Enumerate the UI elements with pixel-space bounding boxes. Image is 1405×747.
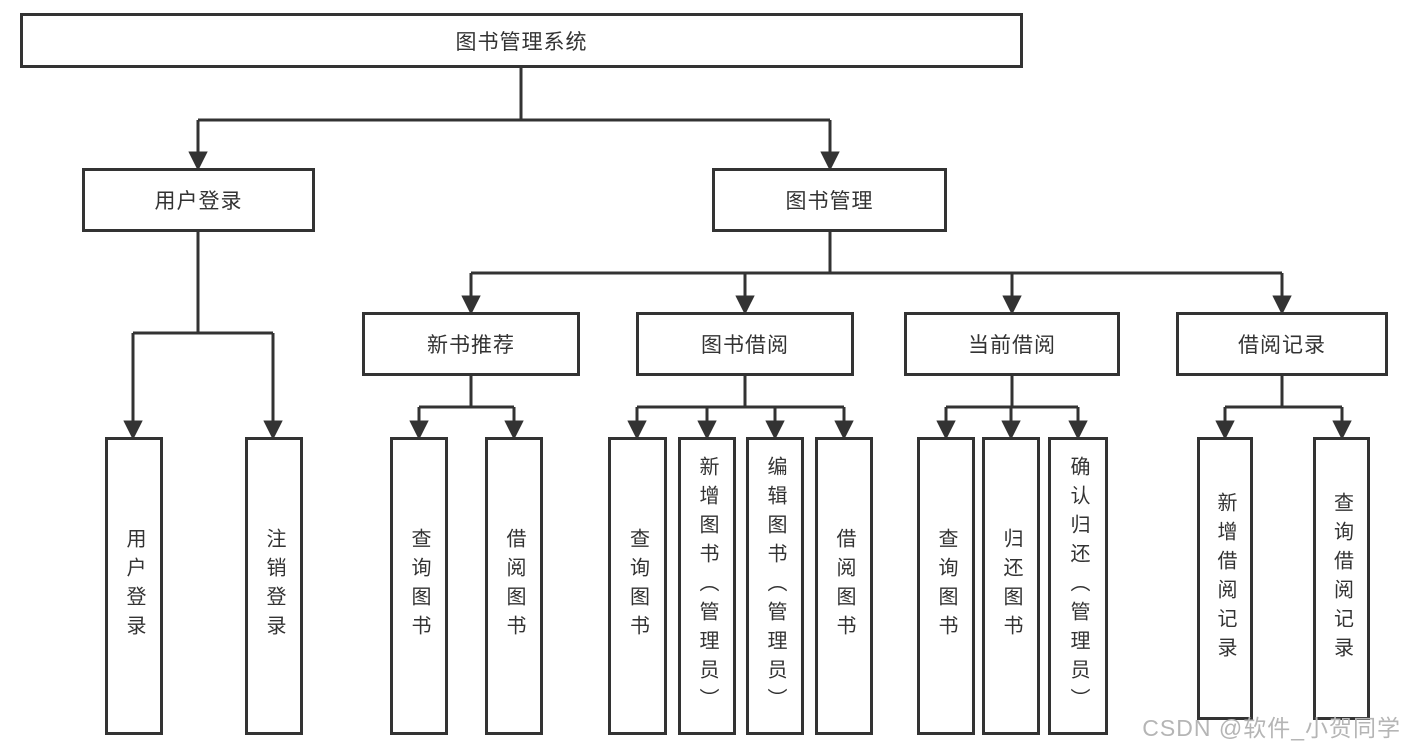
- leaf-add-book-admin-label: 新增图书（管理员）: [696, 455, 718, 717]
- leaf-borrow-books-label: 借阅图书: [833, 528, 855, 644]
- node-new-book-recommend: 新书推荐: [362, 312, 580, 376]
- leaf-query-books-current-label: 查询图书: [935, 528, 957, 644]
- leaf-return-books-label: 归还图书: [1000, 528, 1022, 644]
- leaf-user-login-label: 用户登录: [123, 528, 145, 644]
- leaf-add-borrow-record-label: 新增借阅记录: [1214, 491, 1236, 666]
- leaf-edit-book-admin-label: 编辑图书（管理员）: [764, 455, 786, 717]
- leaf-query-books-borrowing-label: 查询图书: [626, 528, 649, 644]
- node-book-management: 图书管理: [712, 168, 947, 232]
- leaf-query-books-recommend-label: 查询图书: [408, 528, 430, 644]
- node-book-borrowing-label: 图书借阅: [701, 334, 789, 357]
- leaf-query-books-recommend: 查询图书: [390, 437, 448, 735]
- leaf-query-books-current: 查询图书: [917, 437, 975, 735]
- leaf-query-borrow-record-label: 查询借阅记录: [1330, 491, 1353, 666]
- leaf-return-books: 归还图书: [982, 437, 1040, 735]
- leaf-query-books-borrowing: 查询图书: [608, 437, 667, 735]
- leaf-borrow-books-recommend-label: 借阅图书: [503, 528, 525, 644]
- node-current-borrowing-label: 当前借阅: [968, 334, 1056, 357]
- leaf-query-borrow-record: 查询借阅记录: [1313, 437, 1370, 720]
- node-root: 图书管理系统: [20, 13, 1023, 68]
- leaf-user-login: 用户登录: [105, 437, 163, 735]
- leaf-edit-book-admin: 编辑图书（管理员）: [746, 437, 804, 735]
- leaf-confirm-return-admin: 确认归还（管理员）: [1048, 437, 1108, 735]
- node-user-login-label: 用户登录: [154, 190, 243, 213]
- node-root-label: 图书管理系统: [455, 30, 588, 54]
- node-user-login: 用户登录: [82, 168, 315, 232]
- leaf-logout: 注销登录: [245, 437, 303, 735]
- leaf-borrow-books-recommend: 借阅图书: [485, 437, 543, 735]
- leaf-add-borrow-record: 新增借阅记录: [1197, 437, 1253, 720]
- node-new-book-recommend-label: 新书推荐: [427, 334, 515, 357]
- leaf-confirm-return-admin-label: 确认归还（管理员）: [1067, 455, 1089, 717]
- node-current-borrowing: 当前借阅: [904, 312, 1120, 376]
- leaf-borrow-books: 借阅图书: [815, 437, 873, 735]
- leaf-add-book-admin: 新增图书（管理员）: [678, 437, 736, 735]
- node-borrowing-records: 借阅记录: [1176, 312, 1388, 376]
- node-book-management-label: 图书管理: [785, 190, 874, 213]
- watermark-text: CSDN @软件_小贺同学: [1142, 715, 1401, 741]
- node-book-borrowing: 图书借阅: [636, 312, 854, 376]
- leaf-logout-label: 注销登录: [263, 528, 285, 644]
- node-borrowing-records-label: 借阅记录: [1238, 334, 1326, 357]
